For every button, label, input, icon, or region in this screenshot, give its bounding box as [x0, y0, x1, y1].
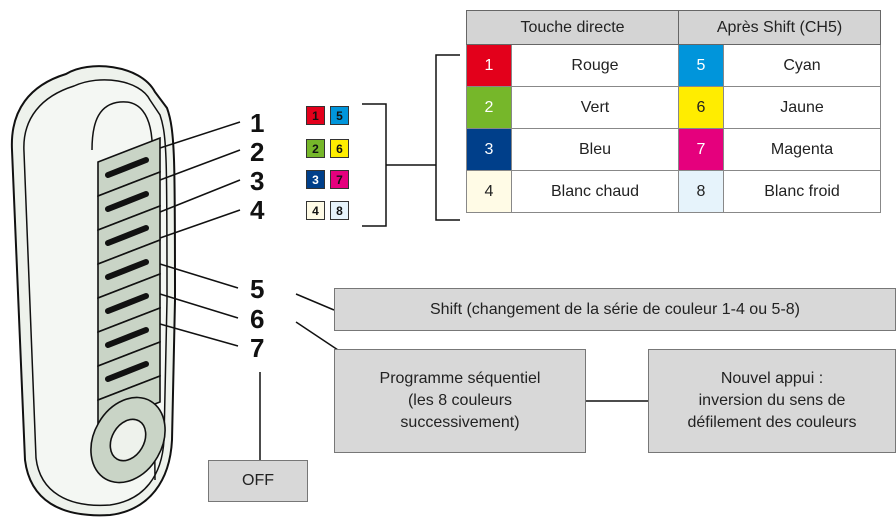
color-number-8: 8	[678, 170, 724, 213]
shift-description-box: Shift (changement de la série de couleur…	[334, 288, 896, 331]
header-direct-key: Touche directe	[466, 10, 679, 45]
table-row: 3 Bleu 7 Magenta	[466, 128, 881, 171]
color-name-jaune: Jaune	[723, 86, 881, 129]
header-after-shift: Après Shift (CH5)	[678, 10, 881, 45]
off-box: OFF	[208, 460, 308, 502]
remote-buttons	[90, 136, 166, 484]
key-number-6: 6	[250, 304, 265, 334]
sequential-program-box: Programme séquentiel (les 8 couleurs suc…	[334, 349, 586, 453]
table-row: 4 Blanc chaud 8 Blanc froid	[466, 170, 881, 213]
key-number-5: 5	[250, 274, 265, 304]
color-table: Touche directe Après Shift (CH5) 1 Rouge…	[466, 10, 881, 213]
table-row: 1 Rouge 5 Cyan	[466, 44, 881, 87]
color-name-cyan: Cyan	[723, 44, 881, 87]
color-name-blanc-froid: Blanc froid	[723, 170, 881, 213]
mini-swatch-3: 3	[306, 170, 325, 189]
color-number-3: 3	[466, 128, 512, 171]
color-name-vert: Vert	[511, 86, 679, 129]
mini-swatch-1: 1	[306, 106, 325, 125]
color-name-magenta: Magenta	[723, 128, 881, 171]
mini-swatch-4: 4	[306, 201, 325, 220]
key-number-1: 1	[250, 108, 265, 138]
mini-swatch-2: 2	[306, 139, 325, 158]
key-number-7: 7	[250, 333, 265, 363]
color-number-1: 1	[466, 44, 512, 87]
color-number-4: 4	[466, 170, 512, 213]
mini-swatch-7: 7	[330, 170, 349, 189]
leader-lines	[159, 121, 339, 460]
key-number-2: 2	[250, 137, 265, 167]
color-number-7: 7	[678, 128, 724, 171]
mini-swatch-8: 8	[330, 201, 349, 220]
reverse-direction-box: Nouvel appui : inversion du sens de défi…	[648, 349, 896, 453]
color-number-6: 6	[678, 86, 724, 129]
key-number-4: 4	[250, 195, 265, 225]
color-number-2: 2	[466, 86, 512, 129]
mini-swatch-6: 6	[330, 139, 349, 158]
color-name-rouge: Rouge	[511, 44, 679, 87]
mini-swatch-5: 5	[330, 106, 349, 125]
mini-grid-bracket	[362, 54, 648, 402]
color-name-bleu: Bleu	[511, 128, 679, 171]
color-name-blanc-chaud: Blanc chaud	[511, 170, 679, 213]
color-number-5: 5	[678, 44, 724, 87]
table-row: 2 Vert 6 Jaune	[466, 86, 881, 129]
key-number-3: 3	[250, 166, 265, 196]
